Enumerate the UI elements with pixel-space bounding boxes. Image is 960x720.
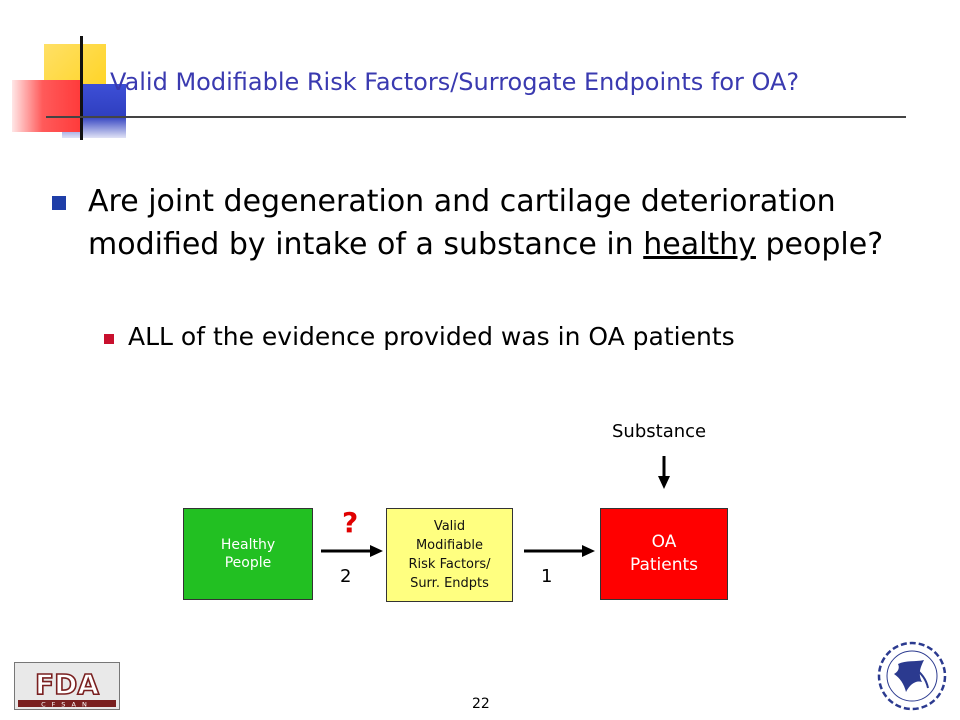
- box-valid-line1: Valid: [433, 519, 466, 534]
- box-oa-patients: OA Patients: [600, 508, 728, 600]
- bullet-main-after: people?: [755, 227, 884, 262]
- decorative-red-square: [12, 80, 80, 132]
- box-healthy-line2: People: [224, 555, 272, 571]
- bullet-sub-text: ALL of the evidence provided was in OA p…: [128, 322, 735, 351]
- box-oa-line2: Patients: [629, 555, 699, 575]
- cfsan-logo-text: CFSAN: [41, 701, 93, 709]
- substance-label: Substance: [612, 421, 707, 442]
- arrow-1: [524, 545, 595, 557]
- bullet-marker-secondary: [104, 334, 114, 344]
- bullet-main-before: Are joint degeneration and cartilage det…: [88, 184, 836, 262]
- hhs-seal-icon: [877, 641, 947, 711]
- decorative-vertical-line: [80, 36, 83, 140]
- box-valid-risk-factors: Valid Modifiable Risk Factors/ Surr. End…: [386, 508, 513, 602]
- box-healthy-people: Healthy People: [183, 508, 313, 600]
- box-healthy-line1: Healthy: [220, 537, 276, 553]
- page-number: 22: [472, 696, 490, 712]
- box-valid-line4: Surr. Endpts: [410, 576, 489, 591]
- bullet-main-underlined: healthy: [643, 227, 756, 262]
- arrow-label-1: 1: [541, 566, 553, 587]
- arrow-2: [321, 545, 383, 557]
- box-valid-line2: Modifiable: [415, 538, 484, 553]
- question-mark: ?: [342, 506, 359, 539]
- arrow-label-2: 2: [340, 566, 352, 587]
- box-valid-line3: Risk Factors/: [408, 557, 491, 572]
- bullet-marker-primary: [52, 196, 66, 210]
- fda-cfsan-logo-icon: FDA CFSAN: [14, 662, 120, 710]
- arrow-substance-down: [658, 456, 670, 489]
- title-divider-line: [46, 116, 906, 118]
- bullet-main-text: Are joint degeneration and cartilage det…: [88, 180, 918, 266]
- fda-logo-text: FDA: [35, 668, 99, 701]
- box-oa-line1: OA: [651, 532, 677, 552]
- slide-title: Valid Modifiable Risk Factors/Surrogate …: [110, 68, 800, 96]
